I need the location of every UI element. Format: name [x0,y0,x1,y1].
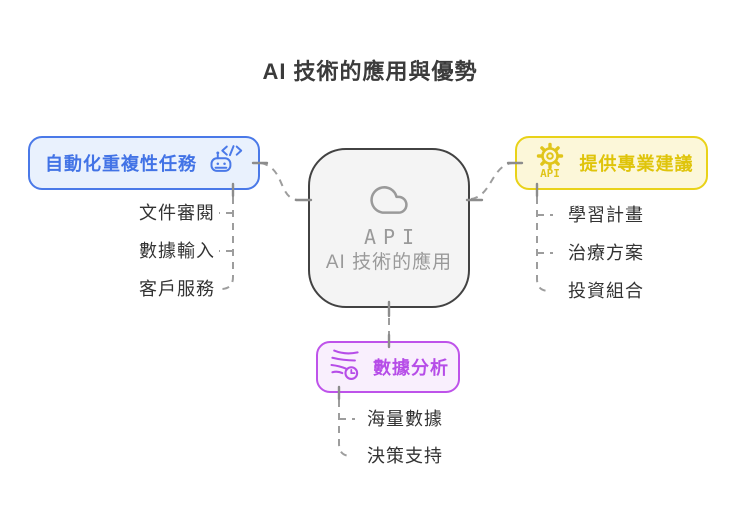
center-api-label: API [363,224,422,249]
cloud-icon [362,181,416,224]
gear-api-icon: API [530,141,570,186]
robot-code-icon [207,143,243,184]
center-node-label: AI 技術的應用 [325,251,453,273]
svg-text:API: API [540,167,560,180]
branch-node-automation: 自動化重複性任務 [28,136,260,190]
leaf-automation-3: 客戶服務 [139,279,215,299]
leaf-advice-1: 學習計畫 [568,205,644,225]
leaf-analysis-2: 決策支持 [367,446,443,466]
flow-clock-icon [327,347,363,388]
branch-analysis-label: 數據分析 [373,358,449,378]
leaf-automation-1: 文件審閱 [139,203,215,223]
leaf-analysis-1: 海量數據 [367,409,443,429]
center-node: API AI 技術的應用 [308,148,470,308]
branch-automation-label: 自動化重複性任務 [45,154,197,174]
branch-node-advice: API 提供專業建議 [515,136,708,190]
leaf-automation-2: 數據輸入 [139,241,215,261]
branch-advice-label: 提供專業建議 [579,154,694,174]
leaf-advice-2: 治療方案 [568,243,644,263]
leaf-advice-3: 投資組合 [568,281,644,301]
page-title: AI 技術的應用與優勢 [262,59,478,84]
branch-node-analysis: 數據分析 [316,341,460,393]
